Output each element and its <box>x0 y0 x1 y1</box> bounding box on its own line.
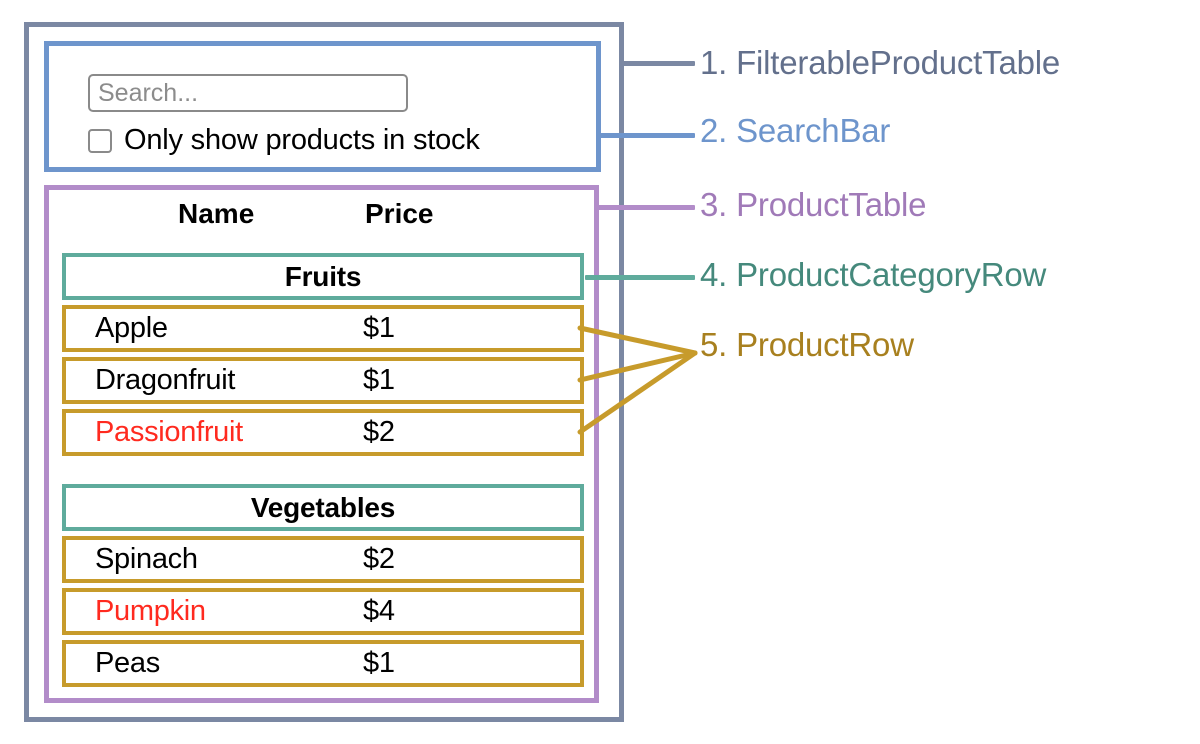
product-row: Dragonfruit $1 <box>62 357 584 404</box>
leader-line-product-category-row <box>585 275 695 280</box>
product-price: $1 <box>363 363 395 396</box>
category-group-gap <box>62 461 584 484</box>
in-stock-checkbox-label: Only show products in stock <box>124 124 480 156</box>
product-category-label: Fruits <box>284 260 362 292</box>
column-header-price: Price <box>365 198 434 229</box>
product-category-row: Fruits <box>62 253 584 300</box>
product-name: Dragonfruit <box>95 363 236 396</box>
product-price: $1 <box>363 646 395 679</box>
checkbox-icon[interactable] <box>88 128 112 153</box>
leader-line-product-table <box>598 205 695 210</box>
product-price: $1 <box>363 311 395 344</box>
product-row: Spinach $2 <box>62 536 584 583</box>
legend-item-product-row: 5. ProductRow <box>700 326 914 363</box>
legend-item-product-table: 3. ProductTable <box>700 186 927 223</box>
in-stock-checkbox-row[interactable]: Only show products in stock <box>88 124 480 157</box>
product-price: $2 <box>363 542 395 575</box>
product-category-row: Vegetables <box>62 484 584 531</box>
legend-item-search-bar: 2. SearchBar <box>700 112 891 149</box>
product-row: Pumpkin $4 <box>62 588 584 635</box>
product-table-body: Fruits Apple $1 Dragonfruit $1 Passionfr… <box>62 253 584 692</box>
product-category-label: Vegetables <box>250 491 396 523</box>
product-row: Apple $1 <box>62 305 584 352</box>
product-name: Passionfruit <box>95 415 243 448</box>
product-row: Peas $1 <box>62 640 584 687</box>
product-name: Apple <box>95 311 168 344</box>
product-name: Pumpkin <box>95 594 206 627</box>
product-name: Spinach <box>95 542 198 575</box>
frame-search-bar <box>44 41 601 172</box>
search-input[interactable] <box>88 74 408 112</box>
legend-item-product-category-row: 4. ProductCategoryRow <box>700 256 1047 293</box>
product-row: Passionfruit $2 <box>62 409 584 456</box>
leader-line-search-bar <box>600 133 695 138</box>
product-price: $2 <box>363 415 395 448</box>
legend-item-filterable-product-table: 1. FilterableProductTable <box>700 44 1061 81</box>
column-header-name: Name <box>178 198 255 229</box>
frame-product-table <box>44 185 599 703</box>
leader-line-filterable-product-table <box>623 61 695 66</box>
product-table-header: Name Price <box>62 198 582 240</box>
product-name: Peas <box>95 646 160 679</box>
product-price: $4 <box>363 594 395 627</box>
